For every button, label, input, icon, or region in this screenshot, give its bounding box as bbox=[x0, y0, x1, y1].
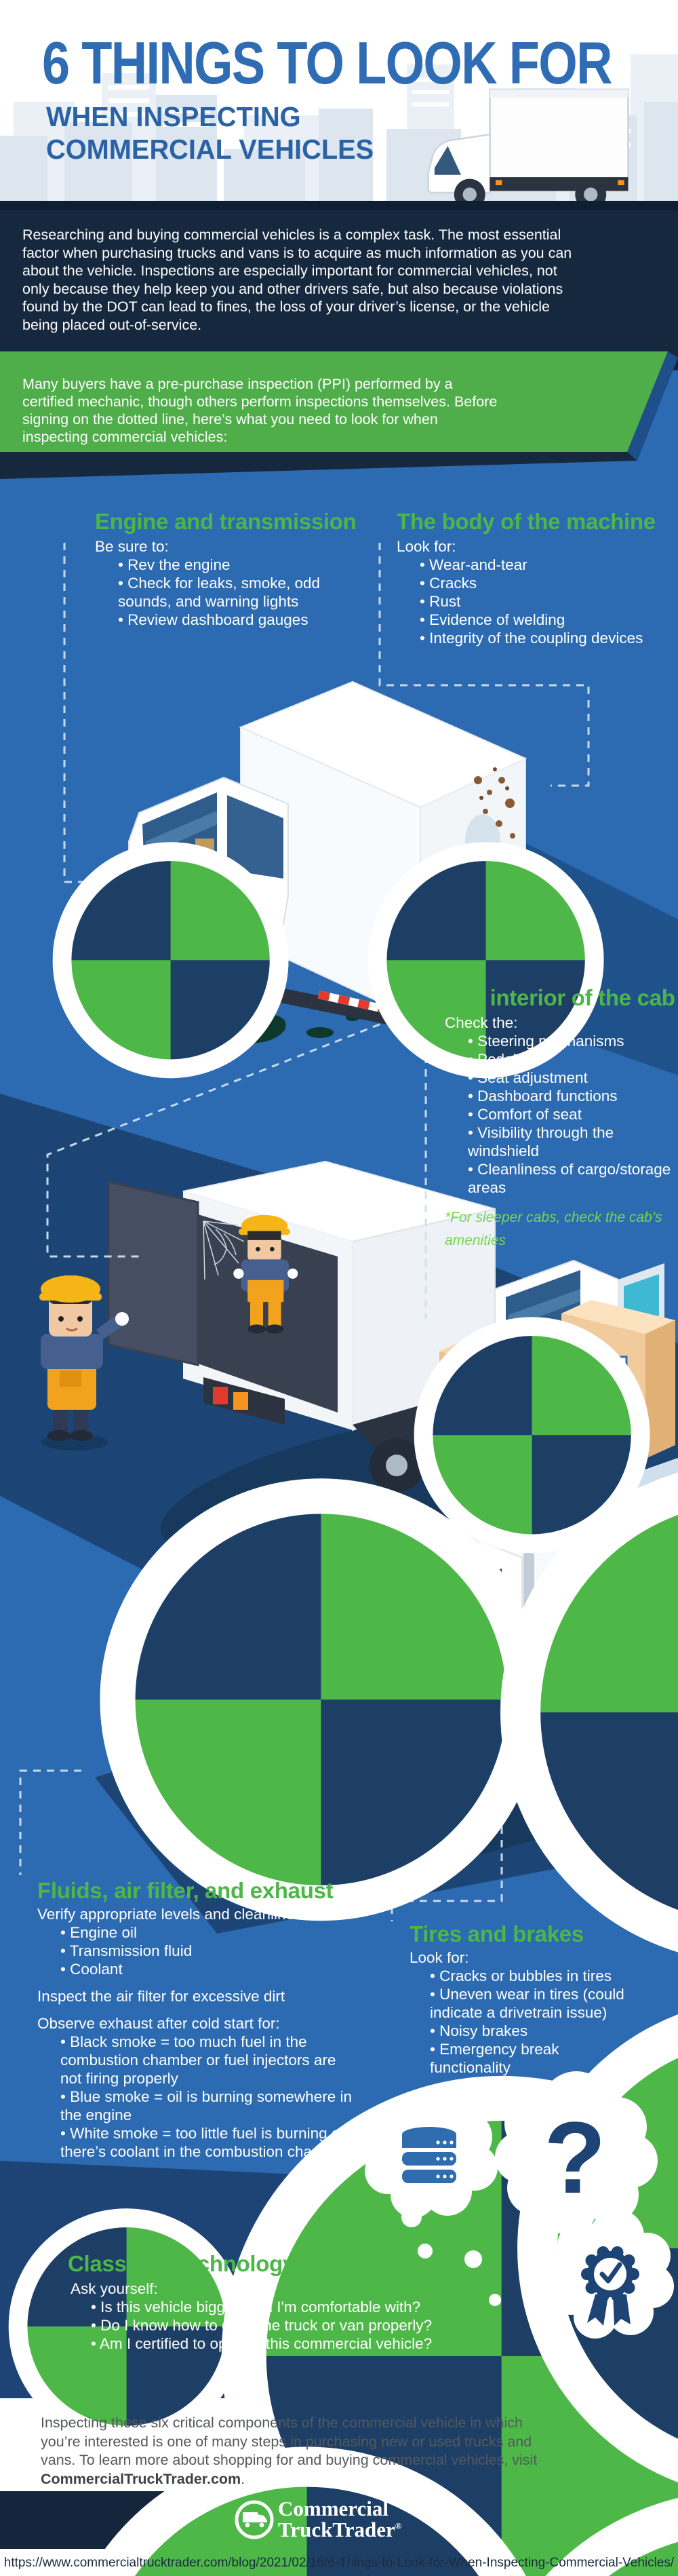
header-box-truck-illustration bbox=[427, 88, 629, 210]
section-body-tires: Look for: Cracks or bubbles in tires Une… bbox=[410, 1948, 674, 2077]
section-lead: Check the: bbox=[445, 1014, 518, 1031]
intro-navy-band bbox=[0, 201, 678, 370]
list-item: Black smoke = too much fuel in the combu… bbox=[60, 2033, 417, 2088]
list-item: Steering mechanisms bbox=[468, 1032, 678, 1050]
source-url: https://www.commercialtrucktrader.com/bl… bbox=[3, 2556, 675, 2570]
section-body-interior: Check the: Steering mechanisms Pedals Se… bbox=[445, 1014, 678, 1252]
section-body-fluids: Verify appropriate levels and cleanlines… bbox=[37, 1905, 417, 2161]
list-item: Uneven wear in tires (could indicate a d… bbox=[430, 1985, 674, 2022]
list-item: Cleanliness of cargo/storage areas bbox=[468, 1160, 678, 1197]
section-lead: Be sure to: bbox=[95, 538, 169, 555]
list-item: Coolant bbox=[60, 1960, 417, 1978]
intro-paragraph-2: Many buyers have a pre-purchase inspecti… bbox=[22, 376, 498, 445]
section-title-interior: The interior of the cab bbox=[445, 985, 675, 1010]
list-item: Wear-and-tear bbox=[420, 556, 675, 574]
list-item: Do I know how to drive the truck or van … bbox=[91, 2316, 559, 2334]
list-item: Integrity of the coupling devices bbox=[420, 629, 675, 647]
list-item: Engine oil bbox=[60, 1923, 417, 1942]
list-item: Rust bbox=[420, 592, 675, 611]
section-lead: Look for: bbox=[397, 538, 456, 555]
intro-paragraph-1: Researching and buying commercial vehicl… bbox=[22, 227, 572, 333]
list-item: Transmission fluid bbox=[60, 1942, 417, 1960]
page-title: 6 THINGS TO LOOK FOR bbox=[42, 29, 612, 96]
list-item: Comfort of seat bbox=[468, 1105, 678, 1123]
list-item: Visibility through the windshield bbox=[468, 1123, 678, 1160]
section-title-tires: Tires and brakes bbox=[410, 1921, 584, 1946]
outro-period: . bbox=[241, 2470, 245, 2487]
section-body-body: Look for: Wear-and-tear Cracks Rust Evid… bbox=[397, 537, 675, 647]
list-item: Review dashboard gauges bbox=[118, 611, 380, 629]
list-item: Rev the engine bbox=[118, 556, 380, 574]
outro-text: Inspecting these six critical components… bbox=[41, 2415, 538, 2468]
list-item: White smoke = too little fuel is burning… bbox=[60, 2124, 417, 2161]
registered-mark: ® bbox=[395, 2520, 402, 2531]
list-item: Cracks or bubbles in tires bbox=[430, 1967, 674, 1985]
section-lead: Verify appropriate levels and cleanlines… bbox=[37, 1906, 331, 1923]
list-item: Blue smoke = oil is burning somewhere in… bbox=[60, 2088, 417, 2124]
page-subtitle: WHEN INSPECTING COMMERCIAL VEHICLES bbox=[46, 101, 374, 165]
list-item: Am I certified to operate this commercia… bbox=[91, 2334, 559, 2353]
list-item: Emergency break functionality bbox=[430, 2040, 674, 2077]
outro-site-name: CommercialTruckTrader.com bbox=[41, 2470, 241, 2487]
section-title-fluids: Fluids, air filter, and exhaust bbox=[37, 1878, 334, 1903]
section-lead: Ask yourself: bbox=[71, 2280, 158, 2297]
section-title-class: Class and technology level bbox=[68, 2251, 350, 2276]
sleeper-cab-note: *For sleeper cabs, check the cab’s ameni… bbox=[445, 1210, 662, 1248]
logo-text-trucktrader: TruckTrader® bbox=[278, 2518, 402, 2541]
list-item: Cracks bbox=[420, 574, 675, 592]
list-item: Dashboard functions bbox=[468, 1087, 678, 1105]
list-item: Seat adjustment bbox=[468, 1069, 678, 1087]
section-lead: Look for: bbox=[410, 1949, 469, 1966]
list-item: Check for leaks, smoke, odd sounds, and … bbox=[118, 574, 380, 611]
outro-paragraph: Inspecting these six critical components… bbox=[41, 2414, 610, 2488]
list-item: Noisy brakes bbox=[430, 2022, 674, 2040]
list-item: Evidence of welding bbox=[420, 611, 675, 629]
section-body-class: Ask yourself: Is this vehicle bigger tha… bbox=[71, 2280, 559, 2353]
section-title-engine: Engine and transmission bbox=[95, 509, 357, 534]
section-title-body: The body of the machine bbox=[397, 509, 656, 534]
list-item: Pedals bbox=[468, 1050, 678, 1069]
list-item: Is this vehicle bigger than I'm comforta… bbox=[91, 2298, 559, 2316]
section-body-engine: Be sure to: Rev the engine Check for lea… bbox=[95, 537, 380, 629]
exhaust-lead: Observe exhaust after cold start for: bbox=[37, 2015, 280, 2032]
air-filter-lead: Inspect the air filter for excessive dir… bbox=[37, 1988, 285, 2005]
